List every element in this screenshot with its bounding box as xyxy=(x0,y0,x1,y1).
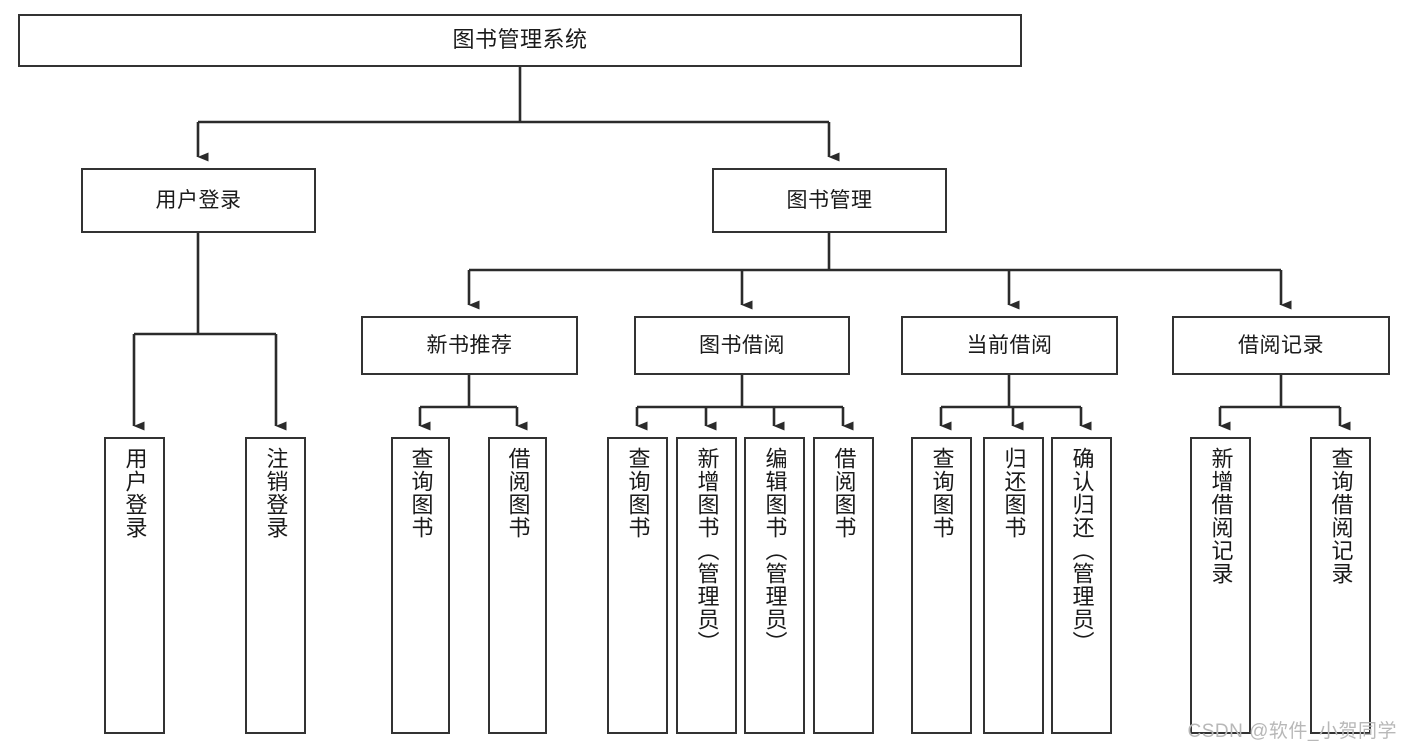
node-leaf-borrow-book-1-label: 借阅图书 xyxy=(505,447,531,539)
node-leaf-user-login[interactable]: 用户登录 xyxy=(104,437,165,734)
node-leaf-user-logout-label: 注销登录 xyxy=(263,447,289,539)
node-leaf-borrow-book-2-label: 借阅图书 xyxy=(831,447,857,539)
node-new-book-recommend-label: 新书推荐 xyxy=(426,333,513,357)
node-book-management-label: 图书管理 xyxy=(786,188,873,212)
node-leaf-add-record-label: 新增借阅记录 xyxy=(1208,447,1234,585)
node-leaf-query-book-2-label: 查询图书 xyxy=(625,447,651,539)
node-leaf-edit-book-label: 编辑图书（管理员） xyxy=(762,447,788,654)
node-borrow-record[interactable]: 借阅记录 xyxy=(1172,316,1390,375)
node-new-book-recommend[interactable]: 新书推荐 xyxy=(361,316,578,375)
node-book-management[interactable]: 图书管理 xyxy=(712,168,947,233)
node-leaf-query-book-1-label: 查询图书 xyxy=(408,447,434,539)
node-book-borrow-label: 图书借阅 xyxy=(699,333,785,357)
node-leaf-query-book-2[interactable]: 查询图书 xyxy=(607,437,668,734)
node-borrow-record-label: 借阅记录 xyxy=(1238,333,1324,357)
node-leaf-confirm-return-label: 确认归还（管理员） xyxy=(1069,447,1095,654)
node-leaf-add-book-label: 新增图书（管理员） xyxy=(694,447,720,654)
node-leaf-borrow-book-2[interactable]: 借阅图书 xyxy=(813,437,874,734)
node-book-borrow[interactable]: 图书借阅 xyxy=(634,316,850,375)
node-root[interactable]: 图书管理系统 xyxy=(18,14,1022,67)
node-leaf-add-record[interactable]: 新增借阅记录 xyxy=(1190,437,1251,734)
node-user-login[interactable]: 用户登录 xyxy=(81,168,316,233)
node-leaf-confirm-return[interactable]: 确认归还（管理员） xyxy=(1051,437,1112,734)
node-leaf-query-record-label: 查询借阅记录 xyxy=(1328,447,1354,585)
node-leaf-query-record[interactable]: 查询借阅记录 xyxy=(1310,437,1371,734)
node-leaf-query-book-1[interactable]: 查询图书 xyxy=(391,437,450,734)
node-leaf-add-book[interactable]: 新增图书（管理员） xyxy=(676,437,737,734)
node-current-borrow[interactable]: 当前借阅 xyxy=(901,316,1118,375)
node-root-label: 图书管理系统 xyxy=(452,27,588,53)
node-leaf-query-book-3-label: 查询图书 xyxy=(929,447,955,539)
node-leaf-query-book-3[interactable]: 查询图书 xyxy=(911,437,972,734)
node-leaf-user-logout[interactable]: 注销登录 xyxy=(245,437,306,734)
node-user-login-label: 用户登录 xyxy=(155,188,242,212)
node-leaf-user-login-label: 用户登录 xyxy=(122,447,148,539)
node-leaf-return-book-label: 归还图书 xyxy=(1001,447,1027,539)
node-leaf-edit-book[interactable]: 编辑图书（管理员） xyxy=(744,437,805,734)
node-leaf-return-book[interactable]: 归还图书 xyxy=(983,437,1044,734)
node-leaf-borrow-book-1[interactable]: 借阅图书 xyxy=(488,437,547,734)
node-current-borrow-label: 当前借阅 xyxy=(966,333,1053,357)
watermark-text: CSDN @软件_小贺同学 xyxy=(1187,721,1397,742)
